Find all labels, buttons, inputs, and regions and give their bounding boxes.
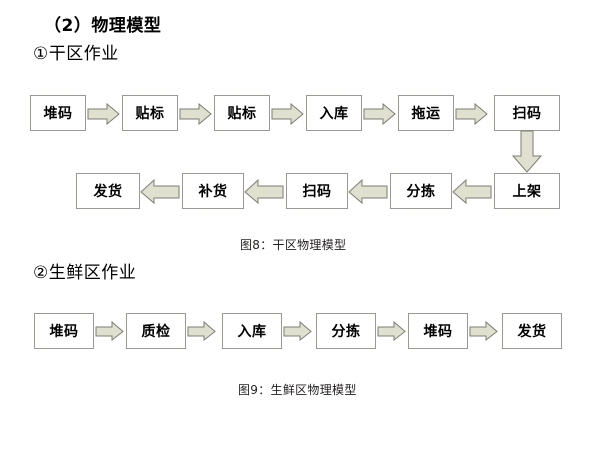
- flow-arrow-right-fresh-4: [377, 320, 406, 342]
- flow-arrow-left-dry-r2-2: [244, 178, 284, 205]
- flow-arrow-right-fresh-3: [283, 320, 312, 342]
- flow-node-fresh-6: 发货: [502, 313, 562, 349]
- subsection-heading-dry-area: ①干区作业: [33, 44, 119, 64]
- flow-arrow-down-dry-connector: [511, 130, 543, 173]
- flow-node-fresh-1: 堆码: [34, 313, 94, 349]
- flow-arrow-right-fresh-2: [187, 320, 216, 342]
- flow-arrow-left-dry-r2-4: [452, 178, 492, 205]
- flow-arrow-right-dry-r1-3: [271, 102, 304, 126]
- flow-arrow-left-dry-r2-3: [348, 178, 388, 205]
- flow-node-fresh-4: 分拣: [316, 313, 376, 349]
- flow-node-dry-r1-4: 入库: [306, 95, 362, 131]
- figure-caption-dry-area: 图8：干区物理模型: [240, 238, 347, 252]
- flow-node-dry-r2-2: 补货: [182, 173, 244, 209]
- flow-node-fresh-2: 质检: [126, 313, 186, 349]
- flow-node-dry-r2-1: 发货: [76, 173, 140, 209]
- flow-arrow-right-fresh-5: [469, 320, 498, 342]
- flow-arrow-right-dry-r1-1: [87, 102, 120, 126]
- flow-arrow-left-dry-r2-1: [140, 178, 180, 205]
- flow-node-dry-r2-4: 分拣: [390, 173, 452, 209]
- flow-arrow-right-dry-r1-2: [179, 102, 212, 126]
- flow-arrow-right-dry-r1-4: [363, 102, 396, 126]
- flow-node-dry-r1-5: 拖运: [398, 95, 454, 131]
- flow-node-dry-r2-5: 上架: [494, 173, 560, 209]
- subsection-heading-fresh-area: ②生鲜区作业: [33, 263, 137, 283]
- flow-node-dry-r1-1: 堆码: [30, 95, 86, 131]
- flow-node-fresh-3: 入库: [222, 313, 282, 349]
- flow-node-dry-r1-3: 贴标: [214, 95, 270, 131]
- flow-node-fresh-5: 堆码: [408, 313, 468, 349]
- flow-node-dry-r1-6: 扫码: [494, 95, 560, 131]
- flow-arrow-right-dry-r1-5: [455, 102, 488, 126]
- flow-node-dry-r1-2: 贴标: [122, 95, 178, 131]
- section-heading: （2）物理模型: [44, 16, 162, 36]
- figure-caption-fresh-area: 图9：生鲜区物理模型: [238, 383, 357, 397]
- flow-arrow-right-fresh-1: [95, 320, 124, 342]
- flow-node-dry-r2-3: 扫码: [286, 173, 348, 209]
